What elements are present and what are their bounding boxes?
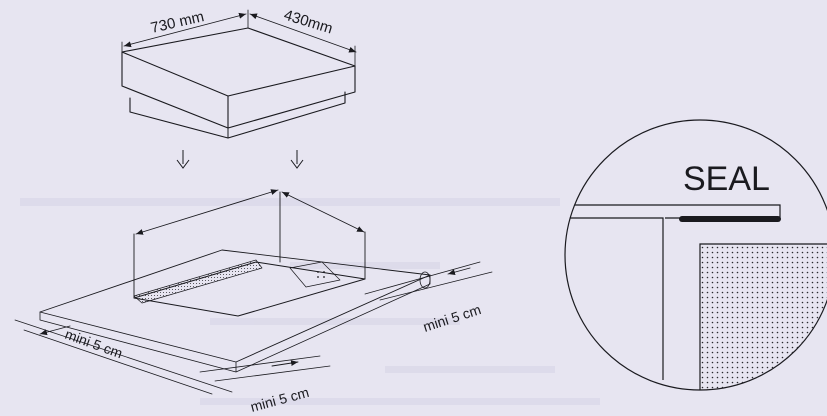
seal-detail-view (564, 119, 827, 391)
cutout-width-dimension (135, 189, 279, 235)
hob-base (129, 91, 346, 139)
left-clearance-arrow (39, 325, 71, 336)
hob-width-dimension (123, 12, 247, 48)
seal-label: SEAL (683, 160, 770, 198)
cutout-depth-dimension (281, 191, 365, 233)
worktop-cutout-drawing (14, 189, 493, 395)
background-bleed-text (20, 198, 600, 405)
down-arrow-icon (176, 150, 190, 169)
hob-glass-edge (121, 51, 356, 129)
right-clearance-label: mini 5 cm (421, 301, 483, 335)
cutout-inner-wall (133, 259, 263, 304)
down-arrow-icon (290, 150, 304, 169)
worktop-section (565, 217, 664, 380)
front-clearance-label: mini 5 cm (249, 384, 311, 415)
front-clearance-arrow (271, 360, 299, 367)
right-clearance-arrow (447, 267, 471, 276)
hob-body-section (699, 243, 827, 390)
hob-depth-label: 430mm (282, 7, 335, 38)
hob-width-label: 730 mm (149, 8, 206, 37)
hob-glass-top (121, 27, 356, 97)
hob-depth-dimension (249, 13, 357, 53)
hob-drawing (121, 9, 357, 139)
